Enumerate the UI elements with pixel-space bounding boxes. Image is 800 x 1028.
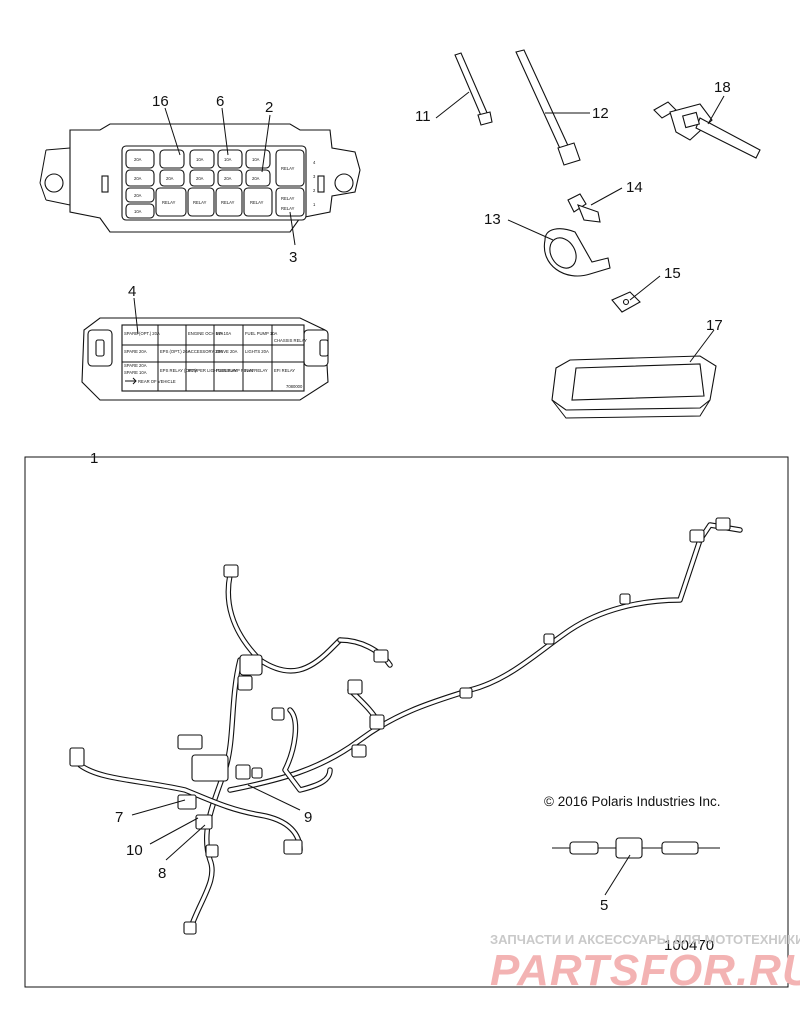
svg-text:10A: 10A xyxy=(196,157,204,162)
svg-text:2: 2 xyxy=(313,188,316,193)
fuse-box: 20A 10A 10A 10A RELAY 20A 20A 20A 20A 20… xyxy=(39,123,361,233)
svg-text:ACCESSORY 20A: ACCESSORY 20A xyxy=(188,349,223,354)
svg-text:20A: 20A xyxy=(196,176,204,181)
svg-text:RELAY: RELAY xyxy=(281,206,295,211)
svg-text:RELAY: RELAY xyxy=(193,200,207,205)
copyright-text: © 2016 Polaris Industries Inc. xyxy=(544,794,721,809)
callout-13: 13 xyxy=(484,211,501,228)
svg-text:LIGHTS 20A: LIGHTS 20A xyxy=(245,349,269,354)
diagram-number: 100470 xyxy=(664,937,714,954)
watermark-logo: PARTSFOR.RU xyxy=(490,946,800,995)
cable-clamp xyxy=(543,228,611,277)
callout-17: 17 xyxy=(706,317,723,334)
svg-text:EPS (OPT.) 20A: EPS (OPT.) 20A xyxy=(160,349,190,354)
svg-text:20A: 20A xyxy=(224,176,232,181)
svg-text:ENGINE OCH 5VA: ENGINE OCH 5VA xyxy=(188,331,223,336)
wiring-harness xyxy=(69,517,743,935)
push-mount-tie xyxy=(653,101,761,159)
svg-text:20A: 20A xyxy=(252,176,260,181)
svg-text:3: 3 xyxy=(313,174,316,179)
svg-text:RELAY: RELAY xyxy=(281,166,295,171)
svg-text:SPARE (OPT.) 20A: SPARE (OPT.) 20A xyxy=(124,331,160,336)
callout-10: 10 xyxy=(126,842,143,859)
cable-tie-large xyxy=(515,49,581,166)
fuse-box-side-numbers: 4 3 2 1 xyxy=(313,160,316,207)
fuse-box-cover xyxy=(551,355,717,419)
svg-text:EFI 10A: EFI 10A xyxy=(216,331,231,336)
svg-text:20A: 20A xyxy=(134,157,142,162)
svg-text:SPARE 10A: SPARE 10A xyxy=(124,370,147,375)
svg-text:BUMPER LIGHTS RELAY: BUMPER LIGHTS RELAY xyxy=(188,368,237,373)
callout-numbers: 1 2 3 4 5 6 7 8 9 10 11 12 13 14 15 16 1… xyxy=(90,79,731,914)
fuse-box-label: SPARE (OPT.) 20A ENGINE OCH 5VA EFI 10A … xyxy=(81,317,329,401)
fuse-slots xyxy=(125,149,305,219)
splice-assembly xyxy=(552,837,720,859)
watermark-tagline: ЗАПЧАСТИ И АКСЕССУАРЫ ДЛЯ МОТОТЕХНИКИ xyxy=(490,932,800,947)
callout-1: 1 xyxy=(90,450,98,467)
callout-7: 7 xyxy=(115,809,123,826)
svg-text:RELAY: RELAY xyxy=(162,200,176,205)
callout-5: 5 xyxy=(600,897,608,914)
svg-text:RELAY: RELAY xyxy=(221,200,235,205)
svg-text:EPS RELAY (OPT.): EPS RELAY (OPT.) xyxy=(160,368,197,373)
svg-text:DRIVE 20A: DRIVE 20A xyxy=(216,349,238,354)
callout-3: 3 xyxy=(289,249,297,266)
fir-tree-clip xyxy=(567,193,601,223)
callout-6: 6 xyxy=(216,93,224,110)
svg-text:10A: 10A xyxy=(252,157,260,162)
svg-text:20A: 20A xyxy=(134,176,142,181)
svg-text:4: 4 xyxy=(313,160,316,165)
svg-text:20A: 20A xyxy=(134,193,142,198)
svg-text:7080000: 7080000 xyxy=(286,384,303,389)
svg-text:FAN RELAY: FAN RELAY xyxy=(245,368,268,373)
svg-text:1: 1 xyxy=(313,202,316,207)
leader-lines xyxy=(131,91,725,896)
svg-text:RELAY: RELAY xyxy=(281,196,295,201)
svg-text:SPARE 20A: SPARE 20A xyxy=(124,349,147,354)
callout-18: 18 xyxy=(714,79,731,96)
svg-text:10A: 10A xyxy=(224,157,232,162)
callout-11: 11 xyxy=(415,108,431,125)
svg-text:SPARE 20A: SPARE 20A xyxy=(124,363,147,368)
svg-text:REAR OF VEHICLE: REAR OF VEHICLE xyxy=(138,379,176,384)
svg-text:20A: 20A xyxy=(166,176,174,181)
svg-text:RELAY: RELAY xyxy=(250,200,264,205)
callout-2: 2 xyxy=(265,99,273,116)
callout-4: 4 xyxy=(128,283,136,300)
harness-frame xyxy=(24,456,789,988)
callout-12: 12 xyxy=(592,105,609,122)
fuse-ratings: 20A 10A 10A 10A RELAY 20A 20A 20A 20A 20… xyxy=(134,157,295,214)
svg-text:FUEL PUMP RELAY: FUEL PUMP RELAY xyxy=(216,368,255,373)
callout-16: 16 xyxy=(152,93,169,110)
callout-9: 9 xyxy=(304,809,312,826)
svg-text:CHASSIS RELAY: CHASSIS RELAY xyxy=(274,338,307,343)
cable-tie-small xyxy=(454,52,493,126)
svg-text:EFI RELAY: EFI RELAY xyxy=(274,368,295,373)
callout-8: 8 xyxy=(158,865,166,882)
svg-text:FUEL PUMP 10A: FUEL PUMP 10A xyxy=(245,331,278,336)
callout-14: 14 xyxy=(626,179,643,196)
callout-15: 15 xyxy=(664,265,681,282)
svg-text:10A: 10A xyxy=(134,209,142,214)
